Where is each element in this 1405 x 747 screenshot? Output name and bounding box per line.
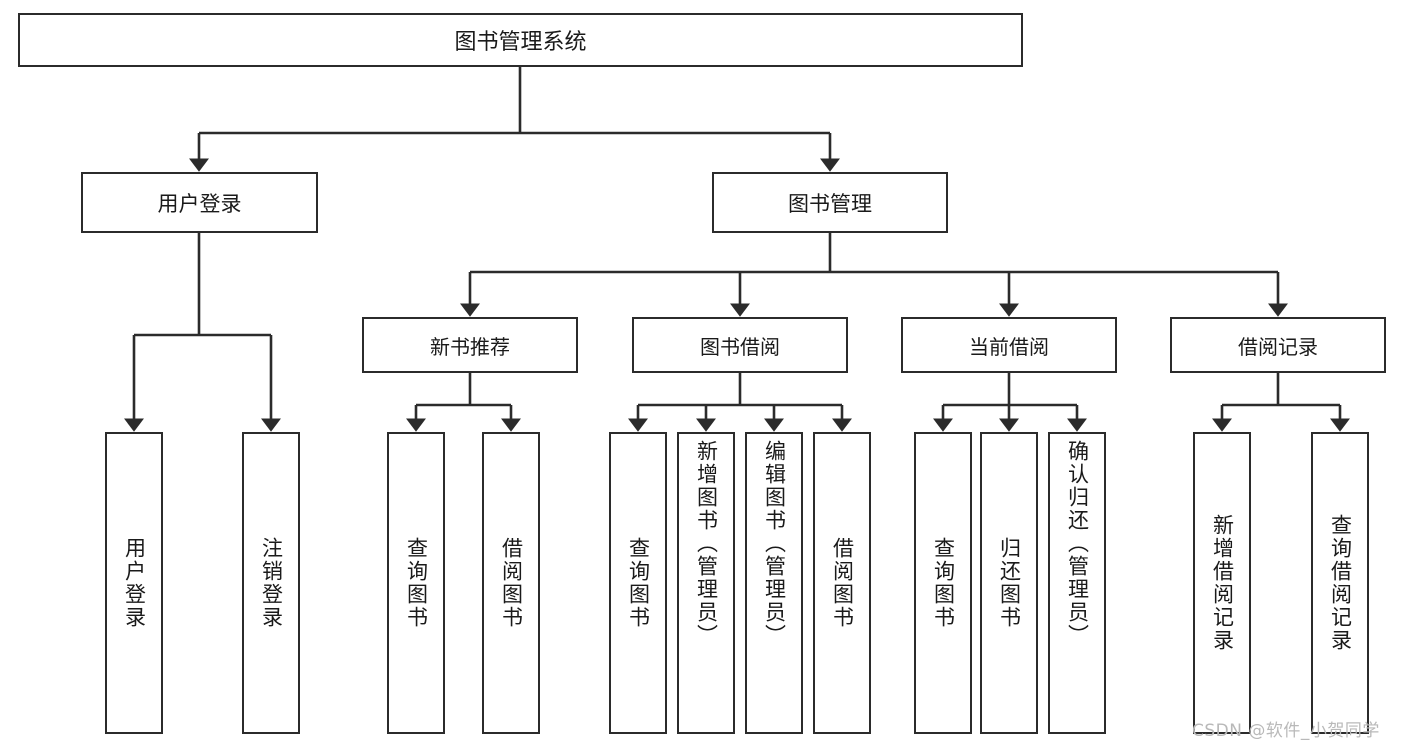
leaf-label: 确认归还（管理员） bbox=[1065, 440, 1090, 647]
node-label: 借阅记录 bbox=[1238, 334, 1318, 359]
node-label: 图书管理 bbox=[788, 191, 872, 216]
leaf-records-query-record[interactable]: 查询借阅记录 bbox=[1311, 432, 1369, 734]
leaf-user-login-login[interactable]: 用户登录 bbox=[105, 432, 163, 734]
node-new-book-recommend[interactable]: 新书推荐 bbox=[362, 317, 578, 373]
leaf-label: 新增借阅记录 bbox=[1210, 514, 1235, 652]
node-label: 图书管理系统 bbox=[454, 30, 587, 55]
leaf-records-add-record[interactable]: 新增借阅记录 bbox=[1193, 432, 1251, 734]
leaf-label: 注销登录 bbox=[259, 537, 284, 629]
node-user-login[interactable]: 用户登录 bbox=[81, 172, 318, 233]
leaf-new-book-query-book[interactable]: 查询图书 bbox=[387, 432, 445, 734]
leaf-new-book-borrow-book[interactable]: 借阅图书 bbox=[482, 432, 540, 734]
leaf-label: 归还图书 bbox=[997, 537, 1022, 629]
node-label: 新书推荐 bbox=[430, 334, 510, 359]
leaf-label: 新增图书（管理员） bbox=[694, 440, 719, 647]
leaf-label: 编辑图书（管理员） bbox=[762, 440, 787, 647]
node-root-book-management-system[interactable]: 图书管理系统 bbox=[18, 13, 1023, 67]
leaf-borrow-edit-book-admin[interactable]: 编辑图书（管理员） bbox=[745, 432, 803, 734]
node-label: 用户登录 bbox=[157, 191, 242, 216]
leaf-label: 用户登录 bbox=[122, 537, 147, 629]
node-borrow-records[interactable]: 借阅记录 bbox=[1170, 317, 1386, 373]
leaf-borrow-query-book[interactable]: 查询图书 bbox=[609, 432, 667, 734]
leaf-label: 查询图书 bbox=[931, 537, 956, 629]
node-book-management[interactable]: 图书管理 bbox=[712, 172, 948, 233]
leaf-label: 查询借阅记录 bbox=[1328, 514, 1353, 652]
leaf-current-confirm-return-admin[interactable]: 确认归还（管理员） bbox=[1048, 432, 1106, 734]
leaf-label: 借阅图书 bbox=[830, 537, 855, 629]
leaf-label: 查询图书 bbox=[404, 537, 429, 629]
leaf-current-query-book[interactable]: 查询图书 bbox=[914, 432, 972, 734]
leaf-borrow-borrow-book[interactable]: 借阅图书 bbox=[813, 432, 871, 734]
node-book-borrow[interactable]: 图书借阅 bbox=[632, 317, 848, 373]
leaf-borrow-add-book-admin[interactable]: 新增图书（管理员） bbox=[677, 432, 735, 734]
watermark-text: CSDN @软件_小贺同学 bbox=[1192, 721, 1380, 741]
leaf-label: 借阅图书 bbox=[499, 537, 524, 629]
node-current-borrow[interactable]: 当前借阅 bbox=[901, 317, 1117, 373]
node-label: 当前借阅 bbox=[969, 334, 1049, 359]
leaf-current-return-book[interactable]: 归还图书 bbox=[980, 432, 1038, 734]
node-label: 图书借阅 bbox=[700, 334, 780, 359]
leaf-user-login-logout[interactable]: 注销登录 bbox=[242, 432, 300, 734]
leaf-label: 查询图书 bbox=[626, 537, 651, 629]
